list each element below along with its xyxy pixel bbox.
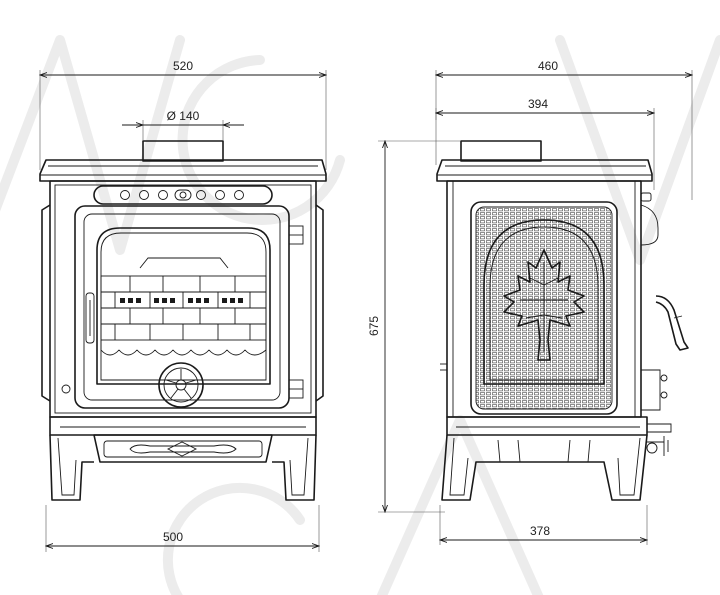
right-leg [272, 434, 317, 501]
front-view [39, 140, 327, 501]
dim-overall-width: 520 [173, 59, 193, 73]
ash-pan [93, 434, 273, 463]
maple-leaf-icon [503, 249, 585, 361]
flue-collar [142, 140, 224, 162]
dimension-labels: 520 Ø 140 500 460 394 675 378 [163, 59, 558, 544]
dim-flue-diameter: Ø 140 [167, 109, 200, 123]
air-control-strip [93, 185, 273, 205]
grate-vents [120, 298, 243, 303]
stove-door [74, 205, 290, 409]
rivet [61, 384, 71, 394]
door-glass [96, 227, 271, 385]
left-leg [49, 434, 94, 501]
dimension-lines [40, 70, 692, 552]
star-knob-icon [158, 362, 204, 408]
dim-height: 675 [367, 316, 381, 336]
fire-bricks [100, 275, 267, 341]
control-knobs [120, 189, 244, 201]
dim-leg-depth: 378 [530, 524, 550, 538]
door-handle [85, 292, 95, 344]
dim-overall-depth: 460 [538, 59, 558, 73]
door-hinges [288, 225, 304, 399]
dim-body-depth: 394 [528, 97, 548, 111]
side-top-plate [436, 159, 653, 182]
dim-leg-width: 500 [163, 530, 183, 544]
side-controls [640, 192, 689, 411]
side-flue-collar [460, 140, 542, 162]
side-panel [470, 201, 618, 415]
top-plate [39, 159, 327, 182]
side-view [436, 140, 689, 501]
